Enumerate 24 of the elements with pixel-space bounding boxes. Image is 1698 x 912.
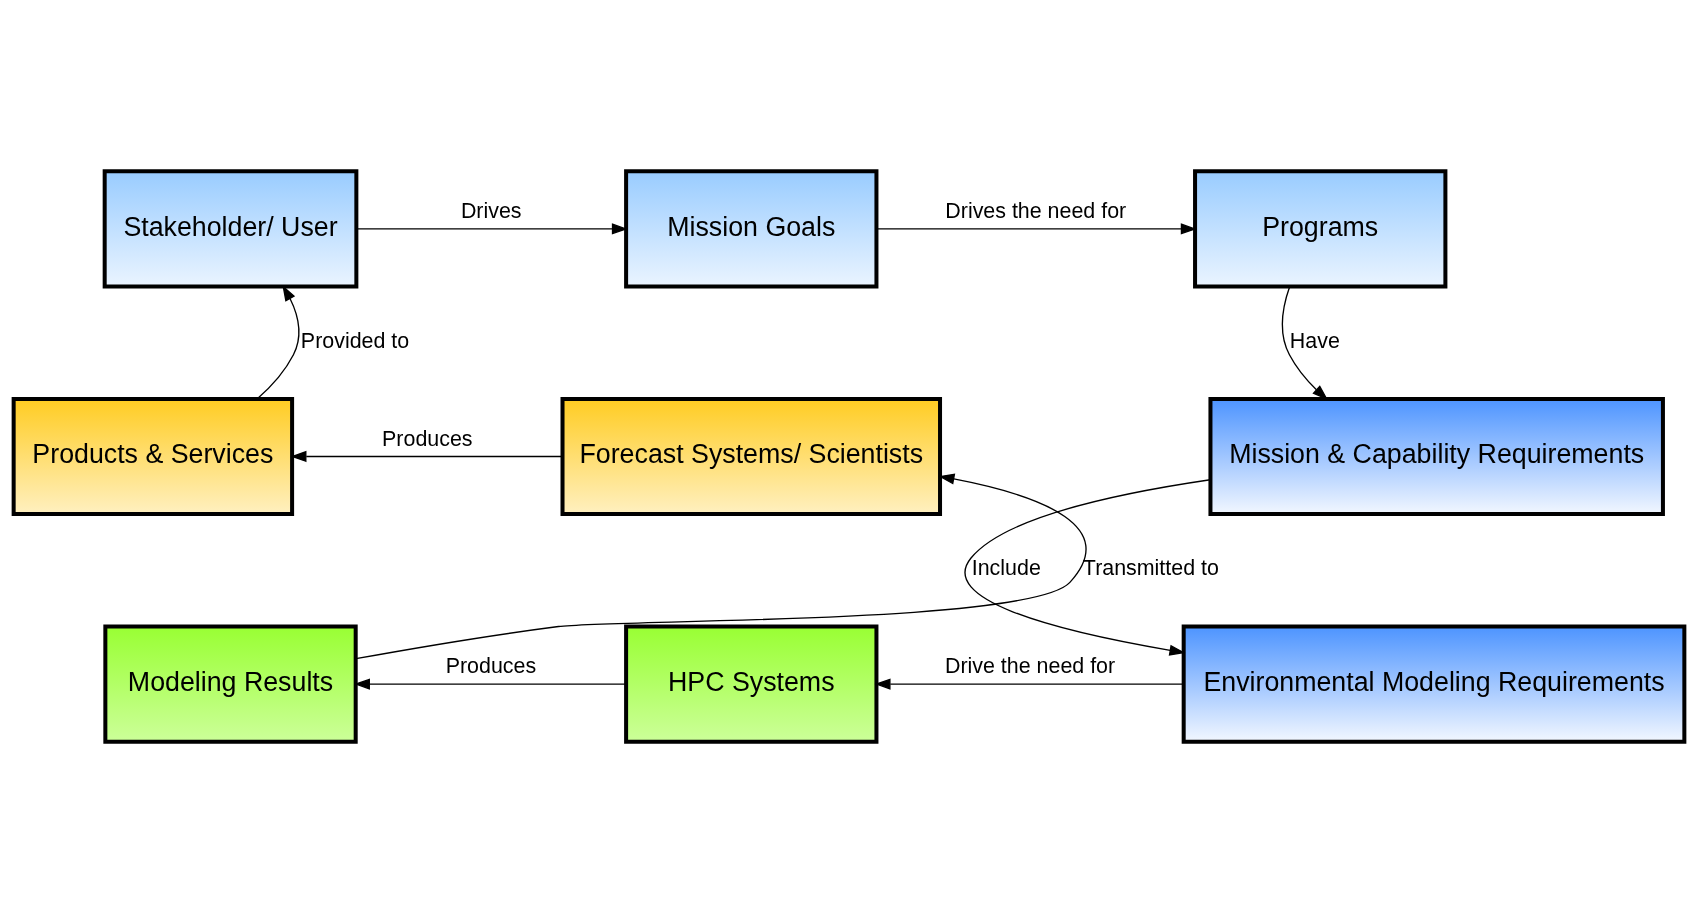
edge-label: Include — [971, 555, 1041, 580]
edge-label: Have — [1289, 328, 1340, 353]
node-box: Programs — [1193, 168, 1448, 288]
edge-label: Drives — [460, 198, 522, 223]
node-box: Forecast Systems/ Scientists — [560, 396, 943, 516]
edge-label: Drive the need for — [944, 653, 1116, 678]
arrow — [875, 222, 1197, 235]
node-box: Mission Goals — [624, 168, 879, 288]
arrow — [355, 222, 628, 235]
node-box: Environmental Modeling Requirements — [1181, 624, 1687, 744]
node-box: Modeling Results — [103, 624, 358, 744]
edge-label: Transmitted to — [1082, 555, 1219, 580]
node-box: HPC Systems — [624, 624, 879, 744]
node-box: Products & Services — [11, 396, 295, 516]
node-box: Stakeholder/ User — [102, 168, 359, 288]
edge-label: Produces — [382, 426, 473, 451]
arrow — [1281, 285, 1329, 400]
edge-label: Provided to — [300, 328, 410, 353]
arrow — [964, 478, 1211, 656]
edge-label: Produces — [445, 653, 537, 678]
edge-label: Drives the need for — [945, 198, 1127, 223]
node-box: Mission & Capability Requirements — [1208, 396, 1665, 516]
arrow — [874, 677, 1185, 690]
arrow — [355, 473, 1087, 659]
